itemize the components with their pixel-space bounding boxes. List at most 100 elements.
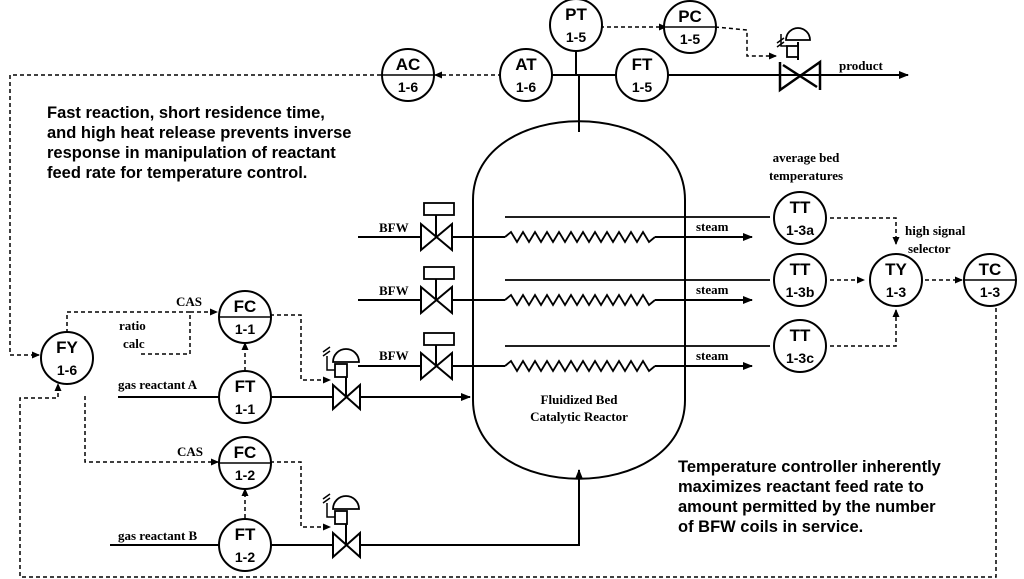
instrument-fy16: FY 1-6 bbox=[40, 331, 94, 385]
instrument-ac16: AC 1-6 bbox=[381, 48, 435, 102]
reactor-vessel bbox=[472, 120, 686, 480]
signal-fc12-to-valve bbox=[270, 461, 331, 531]
instrument-bubble bbox=[499, 48, 553, 102]
gas-a-control-valve bbox=[322, 346, 361, 412]
instrument-number: 1-6 bbox=[398, 79, 418, 95]
bfw-valve-b bbox=[420, 266, 455, 316]
steam-label-b: steam bbox=[696, 282, 729, 297]
instrument-at16: AT1-6 bbox=[499, 48, 553, 102]
instrument-bubble bbox=[549, 0, 603, 52]
steam-label-c: steam bbox=[696, 348, 729, 363]
instrument-number: 1-3c bbox=[786, 350, 814, 366]
instrument-bubble bbox=[869, 253, 923, 307]
instrument-tag: PT bbox=[565, 5, 587, 24]
instrument-tag: AC bbox=[396, 55, 421, 74]
instrument-tag: TT bbox=[790, 198, 811, 217]
instrument-ft15: FT 1-5 bbox=[615, 48, 669, 102]
gas-reactant-a-label: gas reactant A bbox=[118, 377, 198, 392]
instrument-tag: TC bbox=[979, 260, 1002, 279]
instrument-tag: FC bbox=[234, 443, 257, 462]
instrument-tt13c: TT 1-3c bbox=[773, 319, 827, 373]
cas-label-b: CAS bbox=[177, 444, 203, 459]
note-left-line: feed rate for temperature control. bbox=[47, 164, 308, 182]
instrument-layer: PT1-5PC1-5AC1-6AT1-6FT1-5TT1-3aTT1-3bTT1… bbox=[40, 0, 1017, 572]
instrument-number: 1-3 bbox=[980, 284, 1000, 300]
bfw-label-c: BFW bbox=[379, 348, 409, 363]
instrument-tag: TT bbox=[790, 326, 811, 345]
instrument-ft11: FT 1-1 bbox=[218, 370, 272, 424]
cas-label-a: CAS bbox=[176, 294, 202, 309]
product-control-valve bbox=[776, 27, 822, 93]
bfw-valve-a bbox=[420, 202, 455, 253]
signal-tc-to-fy bbox=[19, 308, 997, 578]
instrument-ty13: TY 1-3 bbox=[869, 253, 923, 307]
note-left: Fast reaction, short residence time, and… bbox=[47, 103, 351, 183]
note-right-line: Temperature controller inherently bbox=[678, 458, 941, 476]
gas-reactant-b-label: gas reactant B bbox=[118, 528, 198, 543]
instrument-bubble bbox=[773, 253, 827, 307]
signal-pc-to-valve bbox=[714, 26, 777, 60]
calc-label: calc bbox=[123, 336, 145, 351]
instrument-tag: TT bbox=[790, 260, 811, 279]
instrument-bubble bbox=[218, 518, 272, 572]
instrument-number: 1-1 bbox=[235, 401, 255, 417]
instrument-number: 1-6 bbox=[516, 79, 536, 95]
instrument-pc15: PC 1-5 bbox=[663, 0, 717, 54]
gas-b-control-valve bbox=[322, 493, 361, 560]
instrument-tag: TY bbox=[885, 260, 907, 279]
instrument-bubble bbox=[773, 191, 827, 245]
note-left-line: Fast reaction, short residence time, bbox=[47, 104, 325, 122]
note-left-line: response in manipulation of reactant bbox=[47, 144, 336, 162]
instrument-bubble bbox=[40, 331, 94, 385]
note-right-line: amount permitted by the number bbox=[678, 498, 936, 516]
signal-fc11-to-valve bbox=[270, 314, 331, 384]
selector-label: selector bbox=[908, 241, 951, 256]
instrument-tag: FY bbox=[56, 338, 78, 357]
instrument-tc13: TC 1-3 bbox=[963, 253, 1017, 307]
note-right: Temperature controller inherently maximi… bbox=[678, 457, 941, 537]
product-label: product bbox=[839, 58, 883, 73]
instrument-number: 1-2 bbox=[235, 467, 255, 483]
instrument-bubble bbox=[615, 48, 669, 102]
signal-ac-to-fy bbox=[9, 74, 381, 359]
instrument-tag: PC bbox=[678, 7, 702, 26]
instrument-bubble bbox=[218, 370, 272, 424]
instrument-fc11: FC1-1 bbox=[218, 290, 272, 344]
note-right-line: of BFW coils in service. bbox=[678, 518, 864, 536]
bfw-label-b: BFW bbox=[379, 283, 409, 298]
signal-fy-to-fc12 bbox=[84, 396, 219, 466]
instrument-fc12: FC 1-2 bbox=[218, 436, 272, 490]
instrument-number: 1-6 bbox=[57, 362, 77, 378]
coil-row-b bbox=[358, 279, 770, 307]
high-signal-label: high signal bbox=[905, 223, 966, 238]
instrument-number: 1-3a bbox=[786, 222, 814, 238]
instrument-tag: FT bbox=[235, 525, 256, 544]
instrument-tt13b: TT1-3b bbox=[773, 253, 827, 307]
reactor-label-line1: Fluidized Bed bbox=[541, 392, 619, 407]
instrument-tt13a: TT 1-3a bbox=[773, 191, 827, 245]
instrument-number: 1-5 bbox=[680, 31, 700, 47]
instrument-tag: FT bbox=[632, 55, 653, 74]
instrument-number: 1-2 bbox=[235, 549, 255, 565]
signal-tt3a-to-ty bbox=[830, 217, 900, 245]
instrument-bubble bbox=[773, 319, 827, 373]
instrument-ft12: FT 1-2 bbox=[218, 518, 272, 572]
instrument-number: 1-5 bbox=[632, 79, 652, 95]
instrument-number: 1-5 bbox=[566, 29, 586, 45]
average-bed-label: average bed bbox=[773, 150, 841, 165]
instrument-number: 1-1 bbox=[235, 321, 255, 337]
note-left-line: and high heat release prevents inverse bbox=[47, 124, 352, 142]
steam-label-a: steam bbox=[696, 219, 729, 234]
coil-row-a bbox=[358, 216, 770, 244]
signal-tt3c-to-ty bbox=[830, 309, 900, 347]
bfw-valve-c bbox=[420, 332, 455, 382]
bfw-label-a: BFW bbox=[379, 220, 409, 235]
coil-row-c bbox=[358, 345, 770, 373]
ratio-label: ratio bbox=[119, 318, 146, 333]
instrument-tag: FT bbox=[235, 377, 256, 396]
reactor-label-line2: Catalytic Reactor bbox=[530, 409, 628, 424]
instrument-pt15: PT 1-5 bbox=[549, 0, 603, 52]
instrument-number: 1-3 bbox=[886, 284, 906, 300]
gas-b-pipe-2 bbox=[360, 469, 583, 546]
